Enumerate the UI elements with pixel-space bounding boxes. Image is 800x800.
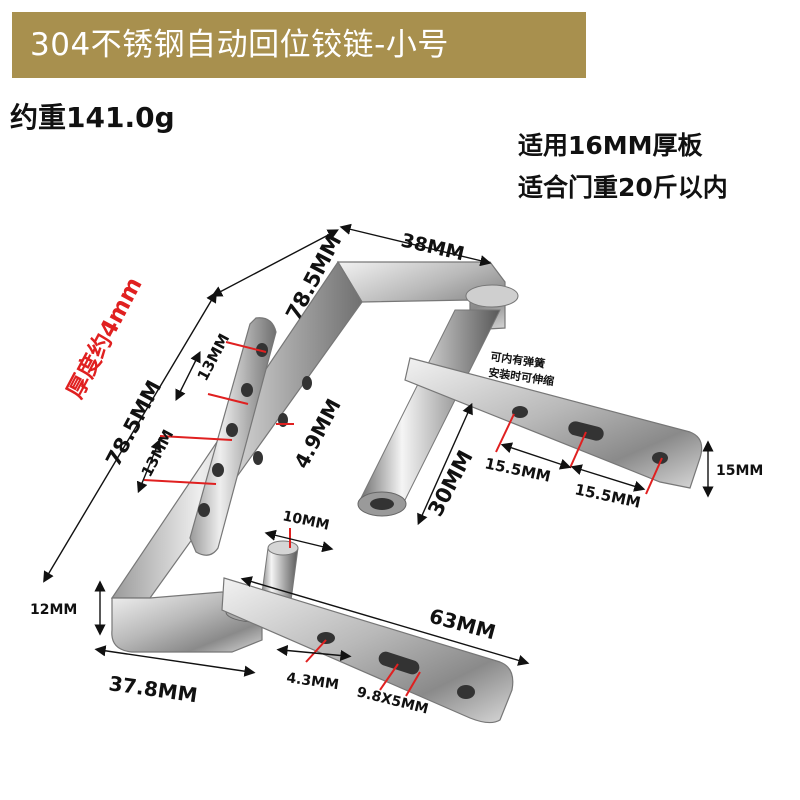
pin-width-label: 10MM — [281, 508, 331, 533]
board-spec-label: 适用16MM厚板 — [518, 131, 703, 160]
dimension-arrows — [43, 223, 714, 677]
base-height-label: 12MM — [30, 602, 77, 618]
thickness-label: 厚度约4mm — [61, 273, 147, 403]
hole-gap-top-label: 13MM — [194, 331, 234, 384]
weight-label: 约重141.0g — [10, 101, 175, 134]
top-plate-width-label: 15MM — [716, 463, 763, 479]
upper-leaf-plate — [404, 357, 703, 489]
shaft-length-label: 30MM — [423, 446, 478, 520]
edge-offset-label: 4.9MM — [289, 395, 346, 473]
hole-gap-bottom-label: 13MM — [138, 427, 178, 480]
round-hole-label: 4.3MM — [285, 670, 339, 693]
product-title-banner: 304不锈钢自动回位铰链-小号 — [12, 12, 586, 78]
top-width-label: 38MM — [399, 229, 467, 265]
bottom-length-label: 63MM — [427, 604, 499, 645]
door-weight-spec-label: 适合门重20斤以内 — [518, 173, 728, 202]
base-width-label: 37.8MM — [107, 671, 199, 707]
top-hole-1-label: 15.5MM — [483, 454, 552, 486]
